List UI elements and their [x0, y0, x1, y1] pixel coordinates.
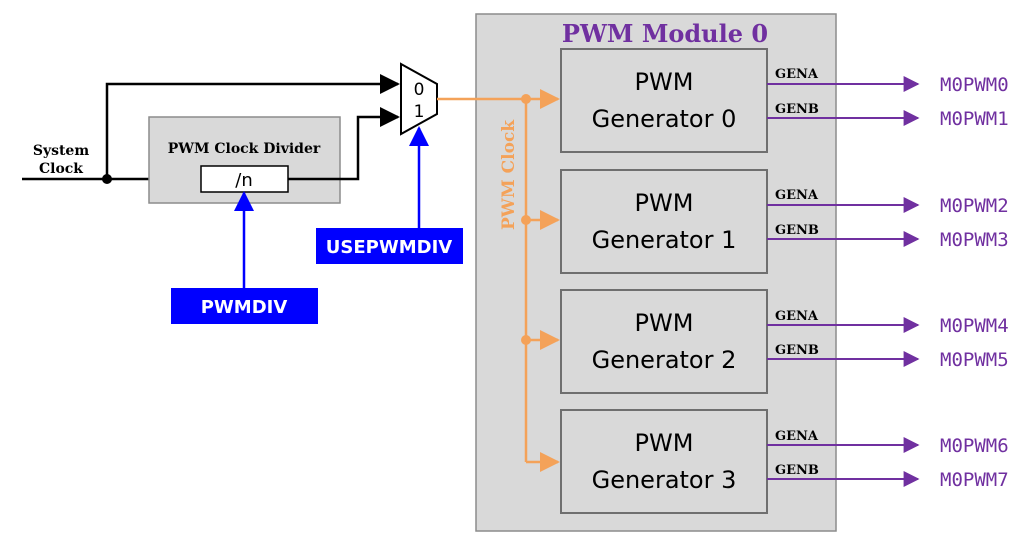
- pwm-generator-0-line1: PWM: [635, 68, 694, 96]
- output-label-2b: M0PWM5: [940, 349, 1009, 371]
- pwm-generator-3-line2: Generator 3: [592, 466, 737, 494]
- pwmdiv-label: PWMDIV: [201, 297, 288, 318]
- divider-value: /n: [235, 170, 252, 191]
- generator-3: PWM Generator 3 GENA GENB M0PWM6 M0PWM7: [526, 409, 1009, 514]
- pwm-generator-3-box: [560, 409, 768, 514]
- pwm-module-title: PWM Module 0: [562, 19, 768, 48]
- pwmdiv-register: [171, 288, 318, 324]
- bypass-wire: [105, 74, 400, 179]
- system-clock-label-line2: Clock: [39, 161, 83, 177]
- pwm-generator-1-line1: PWM: [635, 189, 694, 217]
- gena-label-1: GENA: [775, 188, 819, 203]
- pwm-generator-0-box: [560, 48, 768, 153]
- output-label-2a: M0PWM4: [940, 315, 1009, 337]
- pwm-generator-1-box: [560, 169, 768, 274]
- pwm-generator-2-box: [560, 289, 768, 394]
- mux-input-1: 1: [414, 102, 425, 122]
- usepwmdiv-label: USEPWMDIV: [326, 237, 452, 258]
- genb-label-3: GENB: [775, 463, 819, 478]
- gena-label-2: GENA: [775, 309, 819, 324]
- pwm-generator-2-line2: Generator 2: [592, 346, 737, 374]
- clock-divider-title: PWM Clock Divider: [168, 141, 321, 157]
- gena-label-0: GENA: [775, 67, 819, 82]
- pwm-generator-3-line1: PWM: [635, 429, 694, 457]
- output-label-1a: M0PWM2: [940, 195, 1009, 217]
- pwm-generator-0-line2: Generator 0: [592, 105, 737, 133]
- output-label-3b: M0PWM7: [940, 469, 1009, 491]
- divided-clock-wire: [288, 107, 400, 181]
- generator-0: PWM Generator 0 GENA GENB M0PWM0 M0PWM1: [521, 48, 1009, 153]
- output-label-1b: M0PWM3: [940, 229, 1009, 251]
- genb-label-0: GENB: [775, 102, 819, 117]
- gena-label-3: GENA: [775, 429, 819, 444]
- genb-label-2: GENB: [775, 343, 819, 358]
- output-label-3a: M0PWM6: [940, 435, 1009, 457]
- genb-label-1: GENB: [775, 223, 819, 238]
- clock-mux: [400, 62, 438, 136]
- generator-2: PWM Generator 2 GENA GENB M0PWM4 M0PWM5: [521, 289, 1009, 394]
- output-label-0a: M0PWM0: [940, 74, 1009, 96]
- mux-input-0: 0: [414, 80, 425, 100]
- system-clock-label-line1: System: [33, 143, 90, 159]
- pwm-clock-label: PWM Clock: [499, 119, 519, 230]
- output-label-0b: M0PWM1: [940, 108, 1009, 130]
- generator-1: PWM Generator 1 GENA GENB M0PWM2 M0PWM3: [521, 169, 1009, 274]
- pwm-generator-2-line1: PWM: [635, 309, 694, 337]
- pwm-generator-1-line2: Generator 1: [592, 226, 737, 254]
- usepwmdiv-register: [316, 228, 463, 264]
